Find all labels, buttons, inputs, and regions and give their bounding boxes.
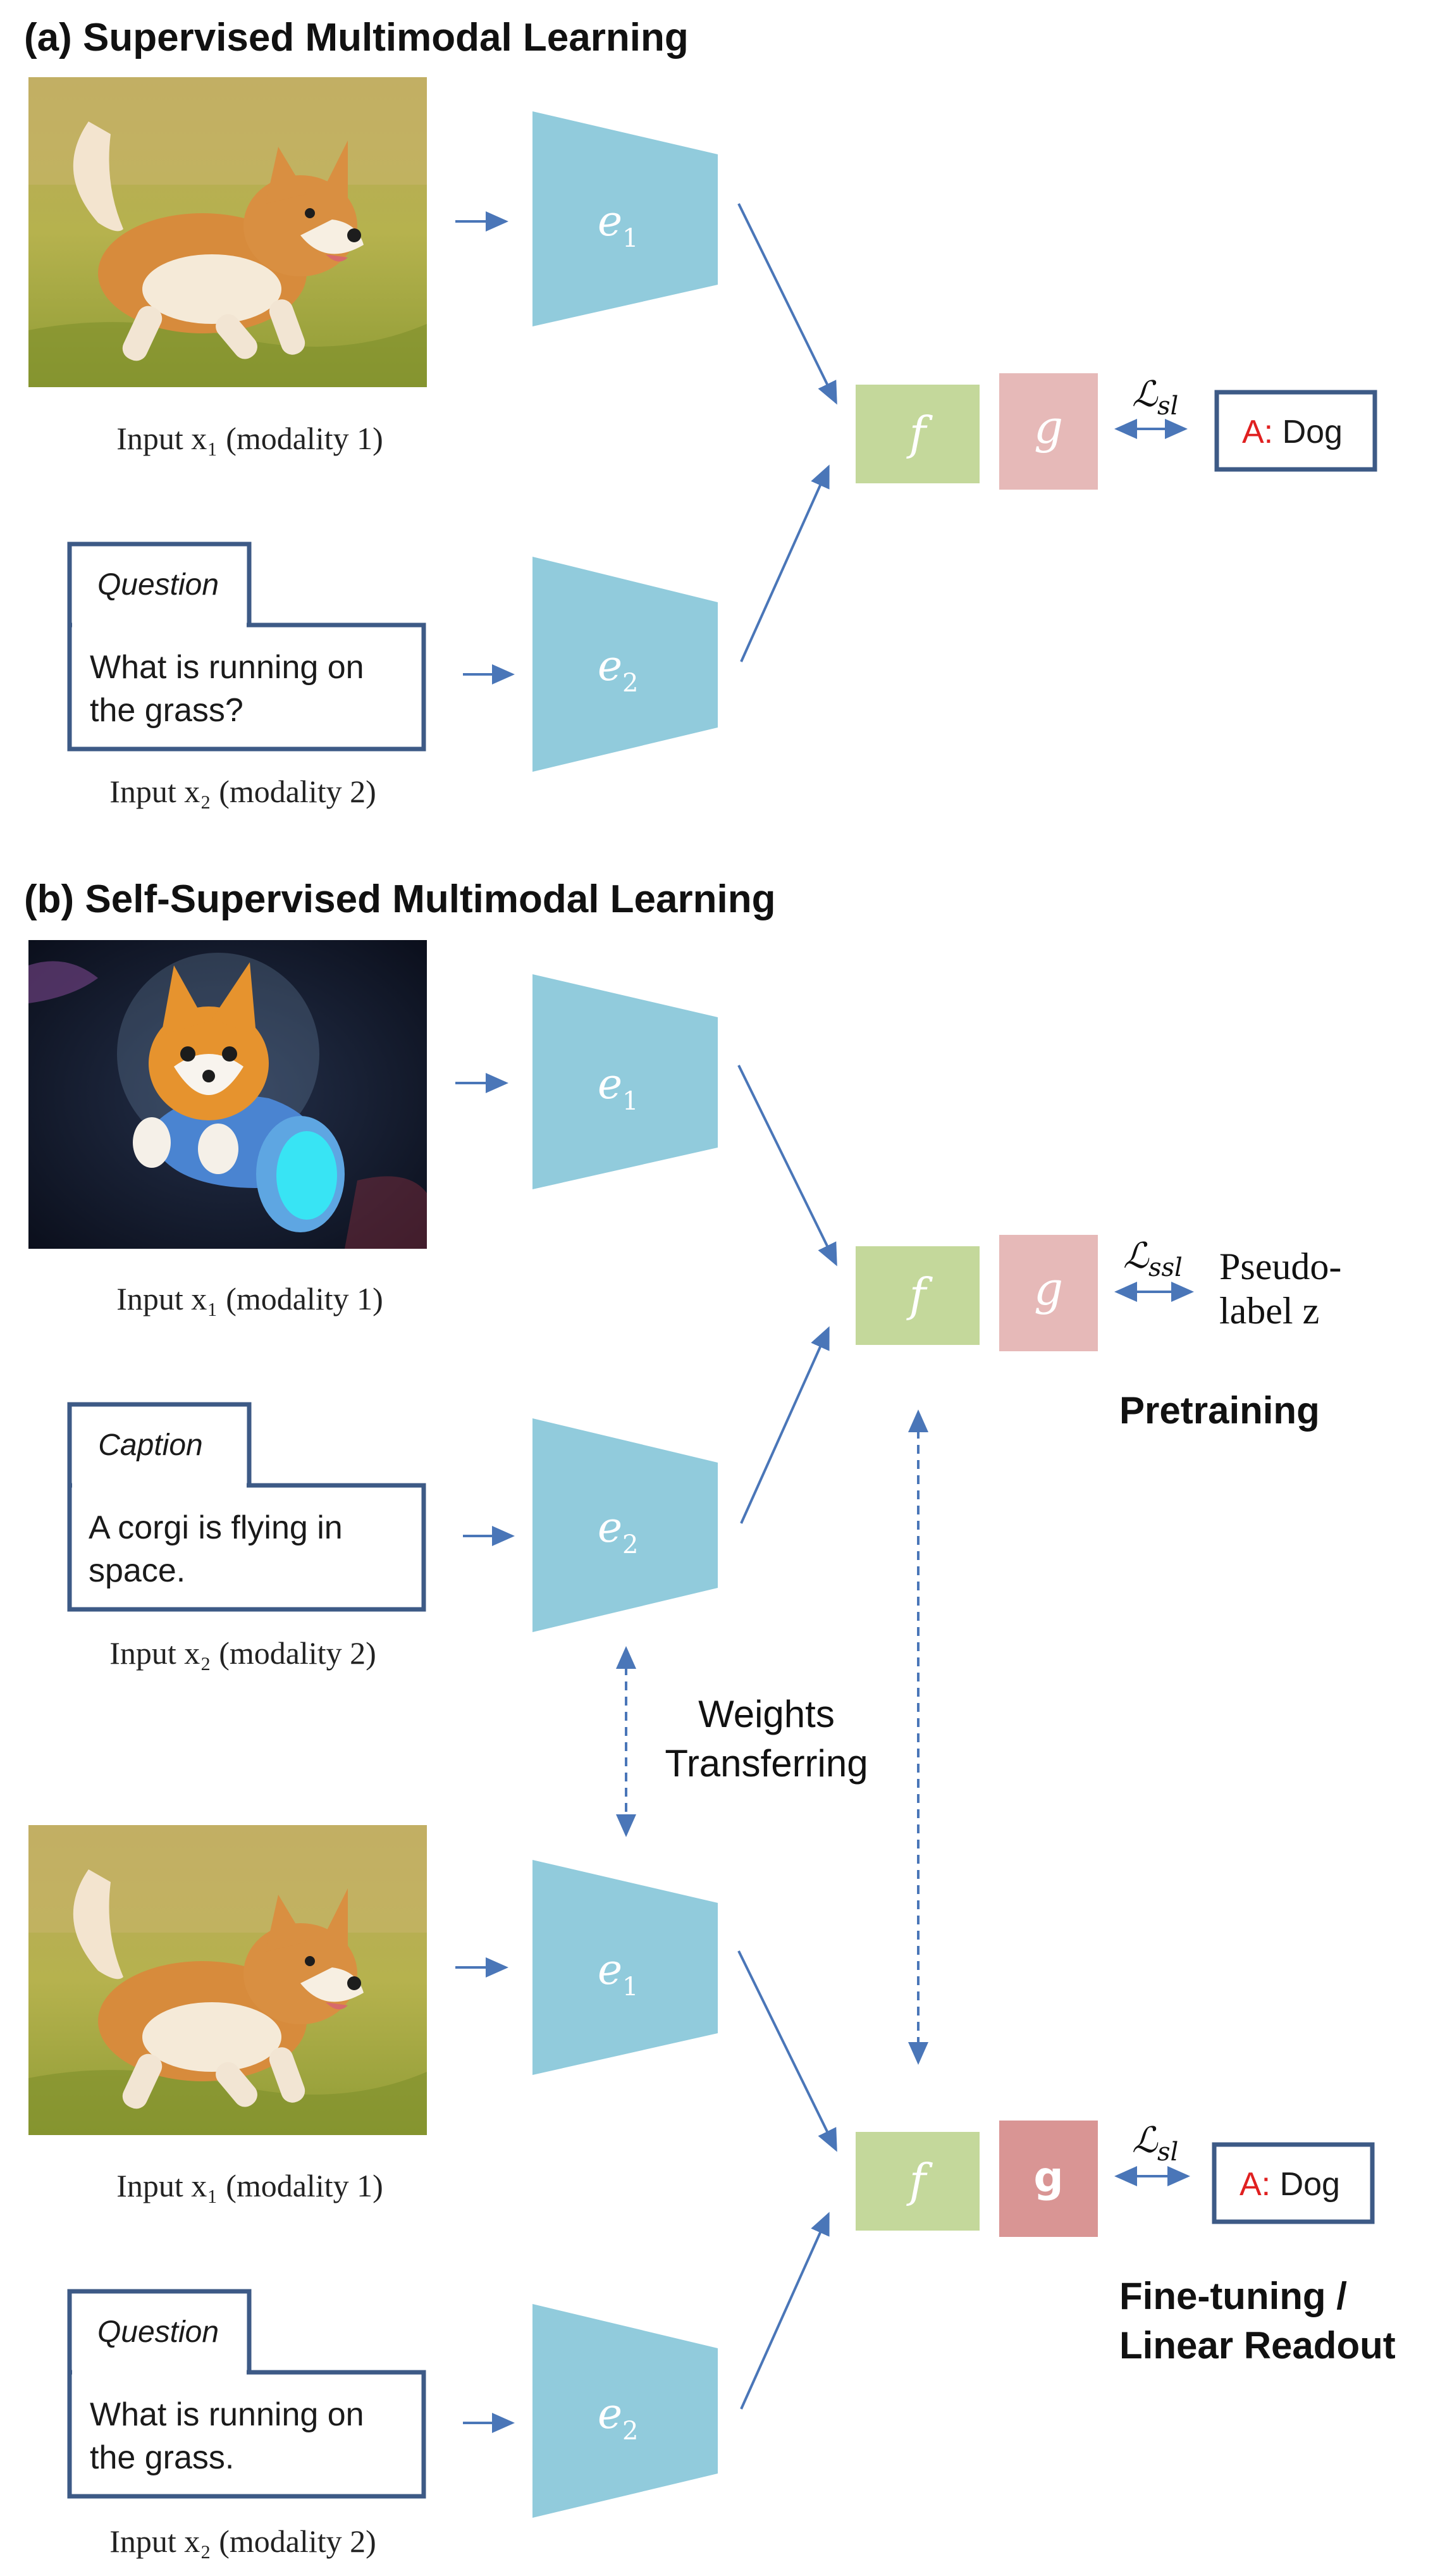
b-finetune-e2-sub: 2: [622, 2417, 638, 2446]
b-answer-value: Dog: [1270, 2166, 1340, 2203]
b-pretrain-e2-label: e: [598, 1503, 622, 1552]
encoder-e1-sub: 1: [622, 224, 638, 253]
b-pretrain-encoder-e1: [532, 974, 718, 1189]
input1-caption: Input x₁ (modality 1): [116, 421, 383, 456]
arrow-ft-e1-to-f: [737, 1950, 837, 2152]
question-tab-label: Question: [97, 568, 219, 602]
answer-prefix: A:: [1242, 414, 1273, 450]
encoder-e1-label: e: [598, 197, 622, 245]
arrow-b-e1-to-f: [737, 1065, 837, 1266]
finetune-label-line-2: Linear Readout: [1119, 2324, 1396, 2367]
question-text-box: [67, 622, 426, 752]
finetune-label-line-1: Fine-tuning /: [1119, 2275, 1347, 2317]
arrow-e1-to-f: [737, 203, 837, 405]
b-pretrain-e2-sub: 2: [622, 1530, 638, 1559]
question-line-1: What is running on: [90, 649, 364, 686]
b-pretrain-loss-sub: ssl: [1148, 1253, 1183, 1282]
b-answer-prefix: A:: [1240, 2166, 1270, 2203]
b-finetune-e1-label: e: [598, 1945, 622, 1994]
b-question-tab-label: Question: [97, 2315, 219, 2349]
fusion-f-box: [856, 385, 980, 483]
section-a-title: (a) Supervised Multimodal Learning: [24, 16, 689, 59]
b-finetune-f-box: [856, 2132, 980, 2231]
encoder-e2-label: e: [598, 641, 622, 690]
b-finetune-e2-label: e: [598, 2389, 622, 2438]
b-pretrain-input2-caption: Input x₂ (modality 2): [109, 1635, 376, 1671]
b-pretrain-input1-caption: Input x₁ (modality 1): [116, 1281, 383, 1316]
b-finetune-g-label: g: [1033, 2153, 1063, 2201]
arrow-e2-to-f: [740, 464, 830, 662]
b-pretrain-loss-symbol: ℒ: [1123, 1235, 1150, 1277]
question-line-2: the grass?: [90, 692, 243, 729]
b-finetune-encoder-e2: [532, 2304, 718, 2518]
b-pretrain-e1-sub: 1: [622, 1087, 638, 1116]
weights-transfer-line-1: Weights: [698, 1693, 835, 1735]
b-question-tab: [67, 2289, 252, 2377]
b-finetune-input1-caption: Input x₁ (modality 1): [116, 2168, 383, 2203]
caption-line-1: A corgi is flying in: [89, 1509, 343, 1546]
b-finetune-e1-sub: 1: [622, 1972, 638, 2002]
b-answer-text: A: Dog: [1240, 2166, 1340, 2203]
b-pretrain-g-box: [999, 1235, 1098, 1351]
b-pretrain-g-label: g: [1034, 1262, 1063, 1315]
weights-transfer-line-2: Transferring: [665, 1742, 868, 1785]
section-b-title: (b) Self-Supervised Multimodal Learning: [24, 877, 775, 921]
loss-sub: sl: [1157, 392, 1178, 421]
loss-symbol: ℒ: [1132, 374, 1159, 415]
b-pretrain-f-box: [856, 1246, 980, 1345]
head-g-box: [999, 373, 1098, 490]
arrow-ft-e2-to-f: [740, 2212, 830, 2410]
pseudo-label-line-1: Pseudo-: [1219, 1246, 1341, 1287]
caption-line-2: space.: [89, 1552, 185, 1589]
b-question-line-2: the grass.: [90, 2439, 234, 2476]
encoder-e1: [532, 111, 718, 326]
b-pretrain-e1-label: e: [598, 1060, 622, 1108]
caption-text-box: [67, 1483, 426, 1612]
b-finetune-loss-symbol: ℒ: [1132, 2120, 1159, 2161]
b-finetune-input2-caption: Input x₂ (modality 2): [109, 2523, 376, 2559]
b-answer-box: [1212, 2142, 1375, 2224]
pretraining-label: Pretraining: [1119, 1389, 1320, 1432]
corgi-running-photo-2: [28, 1825, 427, 2135]
answer-text: A: Dog: [1242, 414, 1343, 450]
answer-box: [1214, 390, 1377, 472]
encoder-e2-sub: 2: [622, 669, 638, 698]
answer-value: Dog: [1273, 414, 1343, 450]
arrow-b-e2-to-f: [740, 1326, 830, 1524]
corgi-running-photo: [28, 77, 427, 387]
pseudo-label-line-2: label z: [1219, 1290, 1319, 1332]
b-finetune-loss-sub: sl: [1157, 2138, 1178, 2167]
caption-tab-label: Caption: [98, 1428, 202, 1462]
b-question-line-1: What is running on: [90, 2396, 364, 2433]
b-pretrain-encoder-e2: [532, 1418, 718, 1632]
head-g-label: g: [1034, 400, 1063, 454]
encoder-e2: [532, 557, 718, 772]
b-finetune-encoder-e1: [532, 1860, 718, 2075]
b-question-text-box: [67, 2370, 426, 2499]
caption-tab: [67, 1402, 252, 1490]
corgi-space-illustration: [28, 940, 427, 1249]
input2-caption: Input x₂ (modality 2): [109, 774, 376, 809]
b-finetune-g-box: [999, 2121, 1098, 2237]
